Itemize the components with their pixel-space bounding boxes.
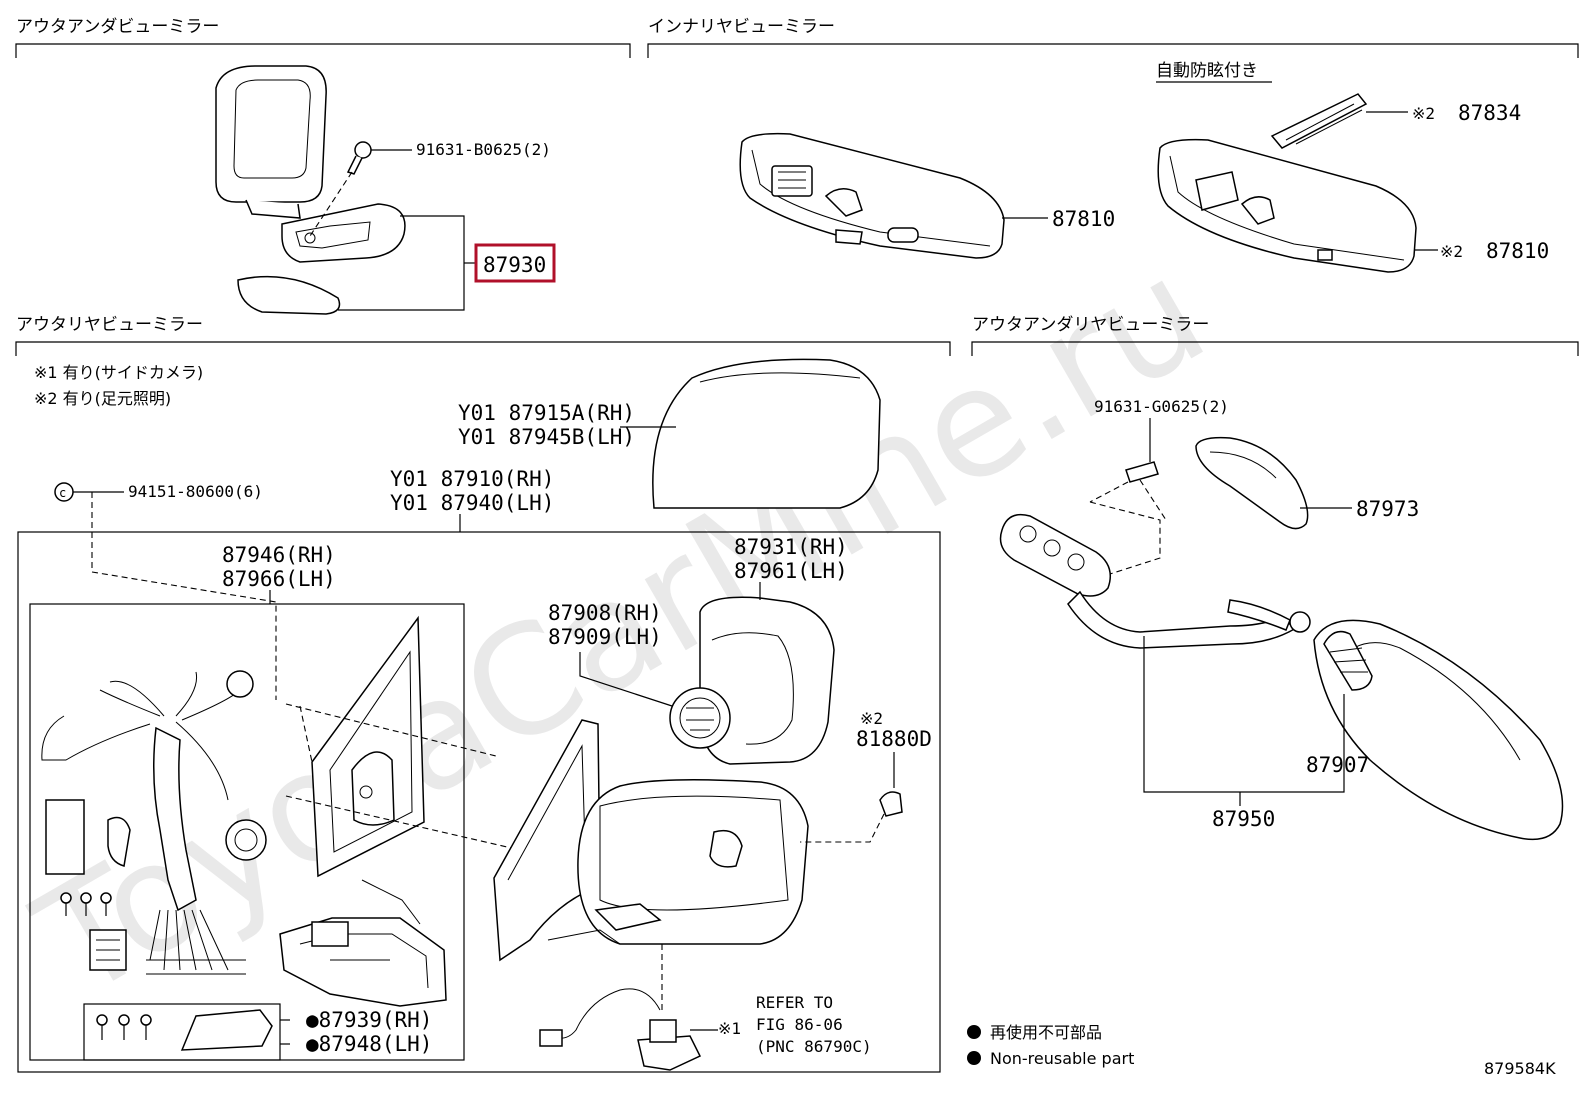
section-outer-rear-view-mirror: アウタリヤビューミラー: [16, 315, 203, 335]
mirror-glass-illustration: [699, 582, 835, 765]
note-2: ※2 有り(足元照明): [34, 389, 171, 408]
mark-note2-81880: ※2: [860, 709, 883, 728]
legend-dot-en: [967, 1051, 981, 1065]
under-mirror-stay-illustration: [1067, 590, 1311, 649]
section-bracket-4: [971, 341, 1579, 356]
label-y01-87940: Y01 87940(LH): [390, 491, 554, 515]
label-87907: 87907: [1306, 753, 1369, 777]
label-87930[interactable]: 87930: [483, 253, 546, 277]
label-refer-fig: FIG 86-06: [756, 1015, 843, 1034]
label-87810: 87810: [1052, 207, 1115, 231]
inner-mirror-auto-dimming-illustration: [1157, 93, 1438, 273]
label-91631-g0625: 91631-G0625(2): [1094, 397, 1229, 416]
bolt-91631-g0625-illustration: [1089, 418, 1167, 521]
under-view-mirror-illustration: [215, 65, 406, 315]
actuator-illustration: [279, 879, 447, 1007]
mirror-motor-illustration: [579, 652, 731, 749]
legend-non-reusable-jp: 再使用不可部品: [990, 1023, 1102, 1042]
highlight-87930-box: [474, 243, 556, 283]
label-y01-87945b: Y01 87945B(LH): [458, 425, 635, 449]
label-y01-87915a: Y01 87915A(RH): [458, 401, 635, 425]
label-87810-auto: 87810: [1486, 239, 1549, 263]
section-bracket-2: [647, 43, 1579, 58]
label-87950: 87950: [1212, 807, 1275, 831]
figure-code: 879584K: [1484, 1059, 1556, 1078]
label-87939: ●87939(RH): [306, 1008, 432, 1032]
wire-harness-illustration: [41, 670, 267, 975]
bracket-87950: [1143, 636, 1345, 793]
mirror-base-illustration: [285, 615, 521, 878]
label-87961: 87961(LH): [734, 559, 848, 583]
cover-87973-illustration: [1195, 436, 1352, 530]
label-87931: 87931(RH): [734, 535, 848, 559]
side-camera-illustration: [539, 944, 718, 1071]
legend-non-reusable-en: Non-reusable part: [990, 1049, 1134, 1068]
section-outer-under-rear-view-mirror: アウタアンダリヤビューミラー: [972, 315, 1209, 335]
screw-94151-illustration: c: [54, 482, 277, 700]
screw-kit-illustration: [96, 1009, 290, 1051]
note-1: ※1 有り(サイドカメラ): [34, 363, 203, 382]
label-refer-pnc: (PNC 86790C): [756, 1037, 872, 1056]
section-inner-rear-view-mirror: インナリヤビューミラー: [648, 17, 835, 37]
auto-dimming-label: 自動防眩付き: [1156, 61, 1258, 81]
mirror-housing-illustration: [493, 719, 809, 962]
label-87948: ●87948(LH): [306, 1032, 432, 1056]
mount-plate-illustration: [999, 501, 1161, 597]
label-91631-b0625: 91631-B0625(2): [416, 140, 551, 159]
mark-note2-87810: ※2: [1440, 242, 1463, 261]
assembly-box: [17, 531, 941, 1073]
bulb-81880d-illustration: [800, 752, 903, 843]
screw-kit-box: [83, 1003, 281, 1061]
label-87909: 87909(LH): [548, 625, 662, 649]
under-mirror-head-illustration: [1313, 619, 1564, 841]
mark-note1-camera: ※1: [718, 1019, 741, 1038]
label-94151-80600: 94151-80600(6): [128, 482, 263, 501]
bolt-91631-b0625-illustration: [309, 141, 412, 237]
mirror-cover-illustration: [620, 358, 881, 509]
label-87966: 87966(LH): [222, 567, 336, 591]
label-refer-to: REFER TO: [756, 993, 833, 1012]
legend-dot-jp: [967, 1025, 981, 1039]
label-81880d: 81880D: [856, 727, 932, 751]
label-87908: 87908(RH): [548, 601, 662, 625]
label-87946: 87946(RH): [222, 543, 336, 567]
inner-mirror-standard-illustration: [739, 132, 1048, 259]
label-87973: 87973: [1356, 497, 1419, 521]
label-87834: 87834: [1458, 101, 1521, 125]
section-bracket-1: [15, 43, 631, 58]
section-outer-under-view-mirror: アウタアンダビューミラー: [16, 17, 219, 37]
label-y01-87910: Y01 87910(RH): [390, 467, 554, 491]
section-bracket-3: [15, 341, 951, 356]
svg-text:c: c: [59, 486, 66, 500]
mark-note2-87834: ※2: [1412, 104, 1435, 123]
